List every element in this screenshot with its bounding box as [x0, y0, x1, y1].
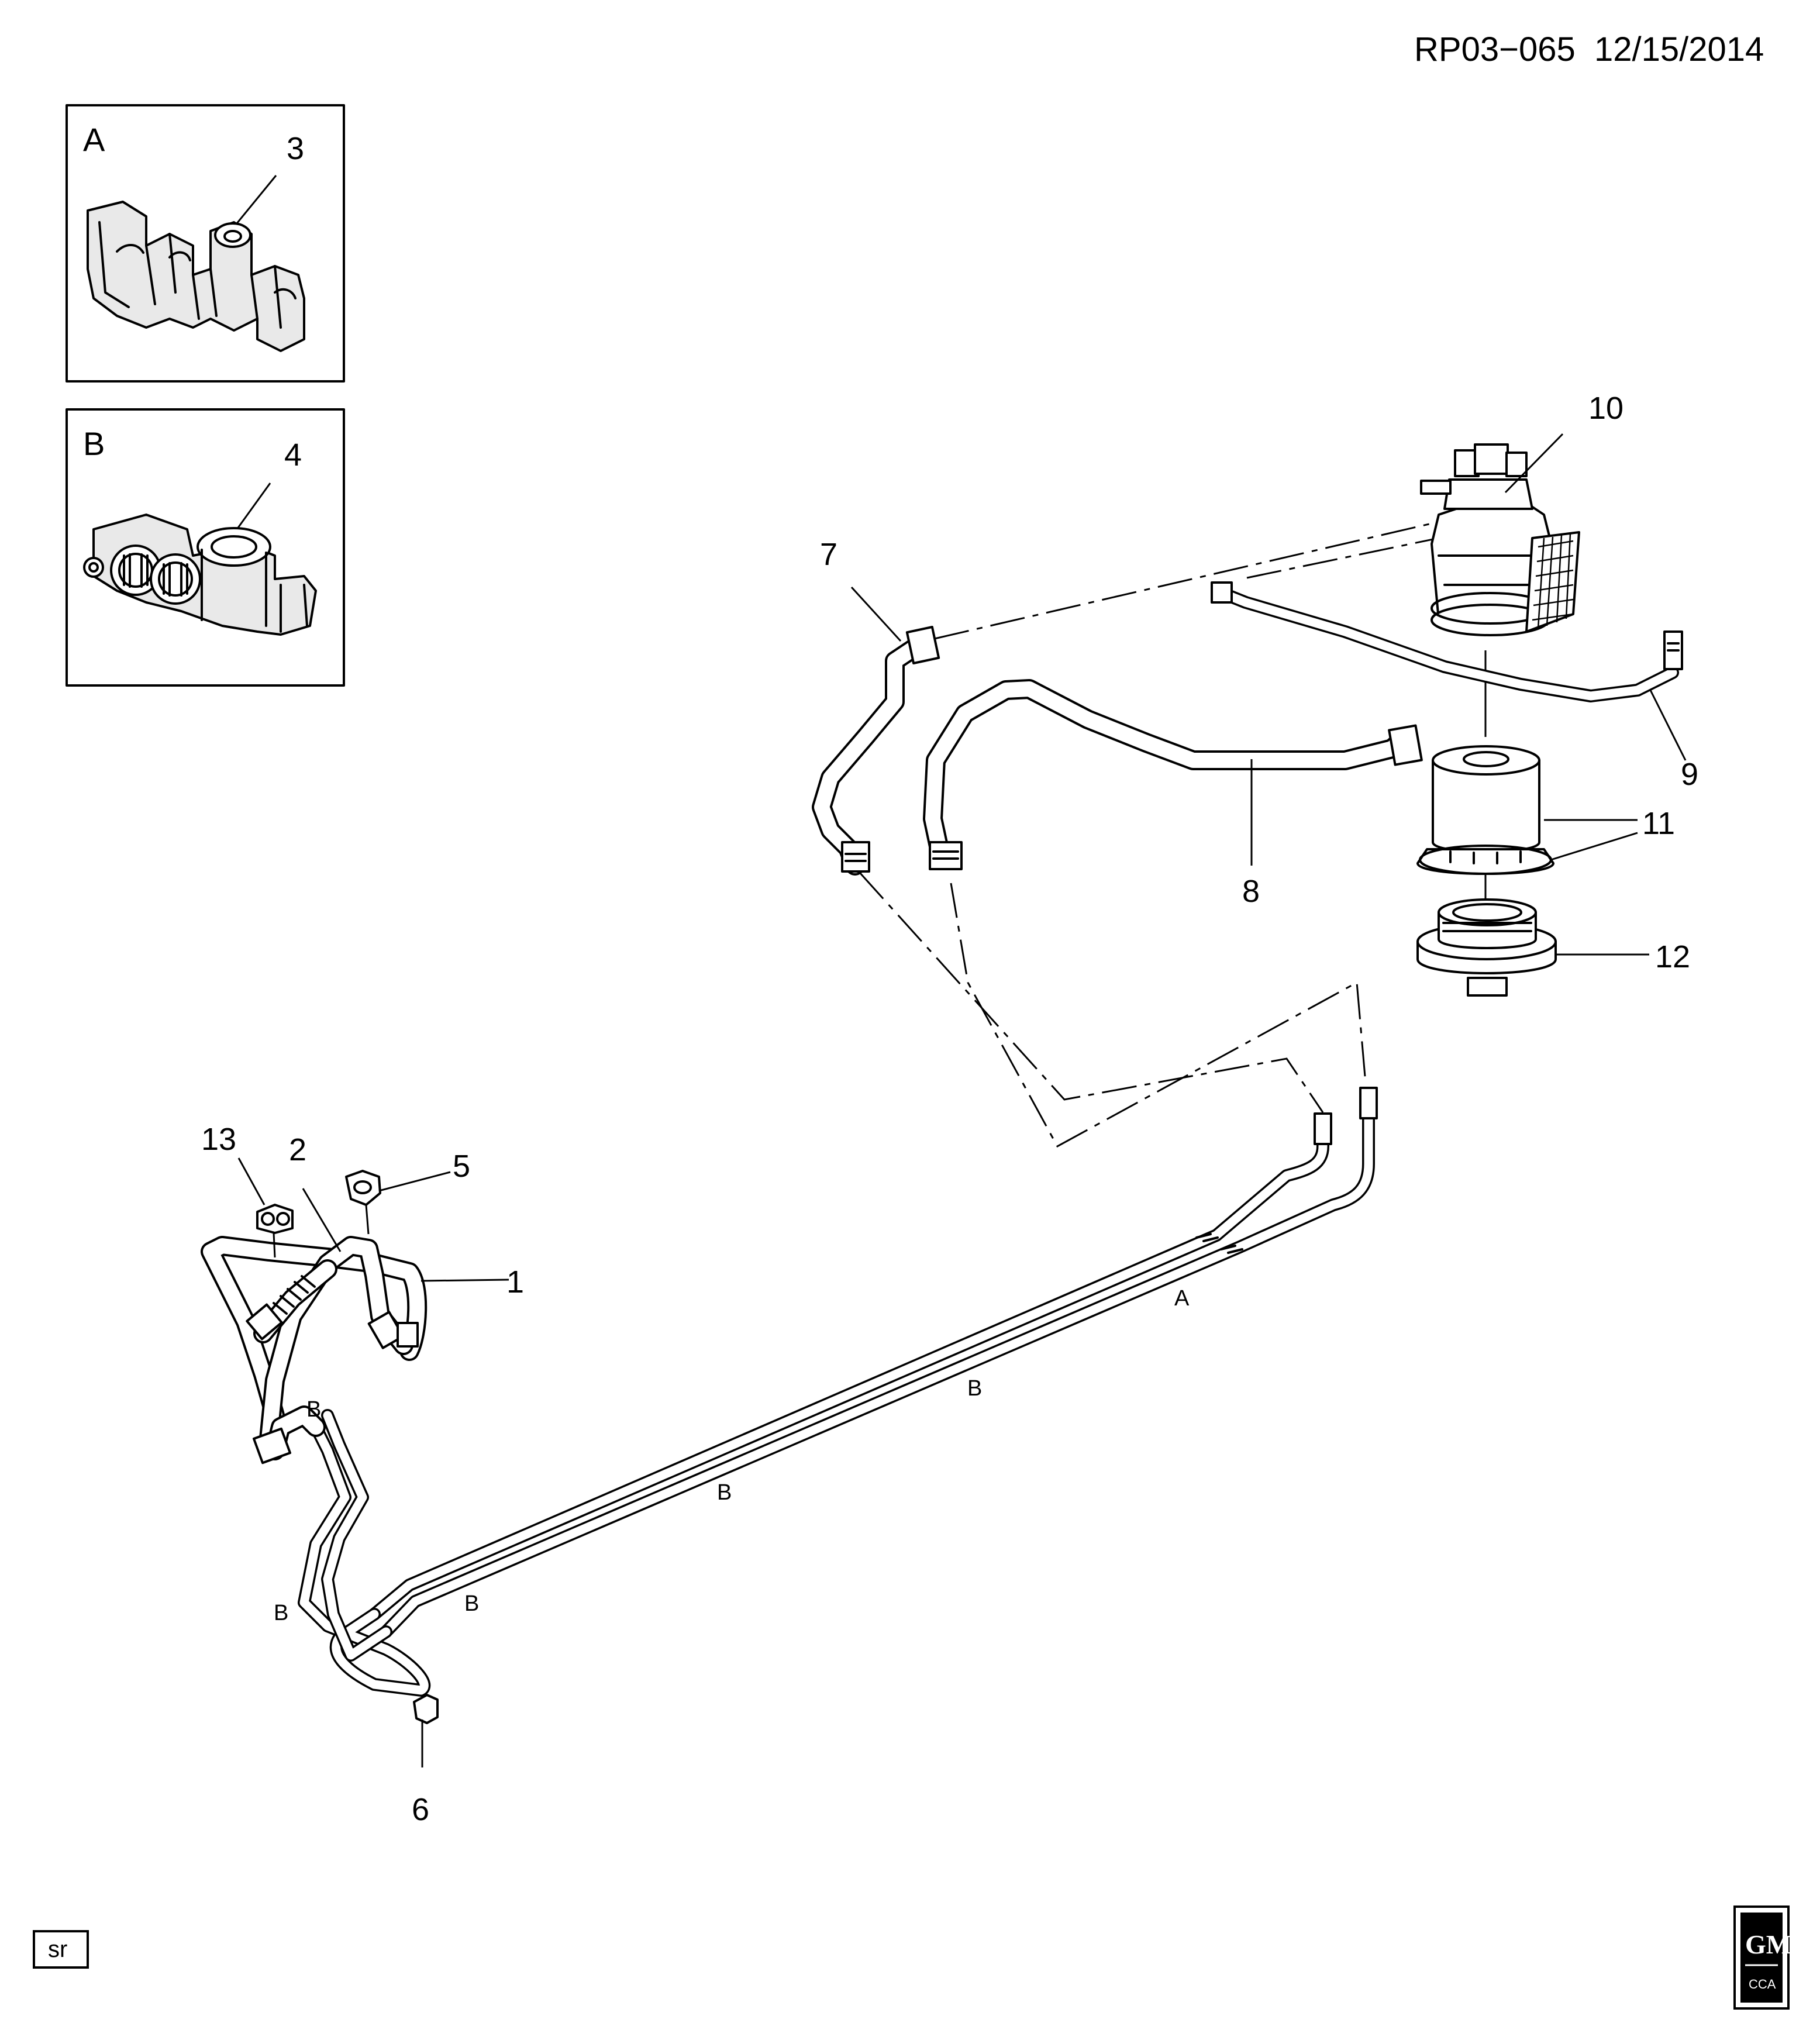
part-8-hose	[923, 679, 1423, 870]
part-10-filter-housing	[1420, 433, 1580, 636]
callout-7: 7	[820, 537, 837, 572]
fuel-line-assembly	[298, 1087, 1378, 1697]
part-12-filter-cap	[1416, 898, 1649, 997]
line-label-a: A	[1174, 1286, 1190, 1311]
inset-b-clip-detail: B 4	[66, 408, 345, 687]
footer-badge: sr	[33, 1930, 89, 1969]
diagram-reference-header: RP03−065 12/15/2014	[1414, 33, 1764, 67]
callout-13: 13	[201, 1122, 236, 1157]
callout-8: 8	[1242, 874, 1260, 909]
callout-2: 2	[289, 1132, 306, 1167]
callout-1: 1	[506, 1264, 524, 1300]
callout-4: 4	[284, 437, 302, 473]
inset-b-letter: B	[83, 425, 105, 462]
line-label-b-5: B	[274, 1601, 288, 1625]
line-label-b-4: B	[306, 1397, 321, 1422]
callout-6: 6	[412, 1792, 429, 1827]
callout-12: 12	[1655, 939, 1690, 974]
part-7-hose	[812, 626, 940, 876]
part-5-clip	[345, 1170, 381, 1235]
line-label-b-1: B	[967, 1376, 982, 1401]
line-label-b-3: B	[464, 1591, 479, 1616]
part-1-2-hose-assembly	[201, 1236, 428, 1465]
part-11-filter-element	[1416, 745, 1638, 875]
callout-leaders	[237, 586, 902, 1282]
part-9-hose	[1211, 581, 1687, 761]
footer-badge-text: sr	[48, 1936, 67, 1962]
diagram-ref-code: RP03−065	[1414, 30, 1576, 68]
callout-3: 3	[287, 131, 304, 166]
line-label-b-2: B	[717, 1480, 732, 1505]
gm-logo-letters: GM	[1745, 1929, 1791, 1959]
callout-10: 10	[1588, 391, 1623, 426]
gm-logo-sub: CCA	[1749, 1977, 1776, 1991]
callout-5: 5	[453, 1149, 470, 1184]
callout-11: 11	[1642, 806, 1675, 841]
diagram-date: 12/15/2014	[1594, 30, 1764, 68]
gm-logo: GM CCA	[1733, 1905, 1791, 2010]
part-13-clip	[256, 1204, 294, 1258]
part-6-clip	[413, 1694, 439, 1767]
inset-a-clip-detail: A 3	[66, 104, 345, 383]
callout-9: 9	[1681, 757, 1698, 792]
inset-a-letter: A	[83, 121, 105, 158]
phantom-connection-lines	[859, 511, 1487, 1148]
